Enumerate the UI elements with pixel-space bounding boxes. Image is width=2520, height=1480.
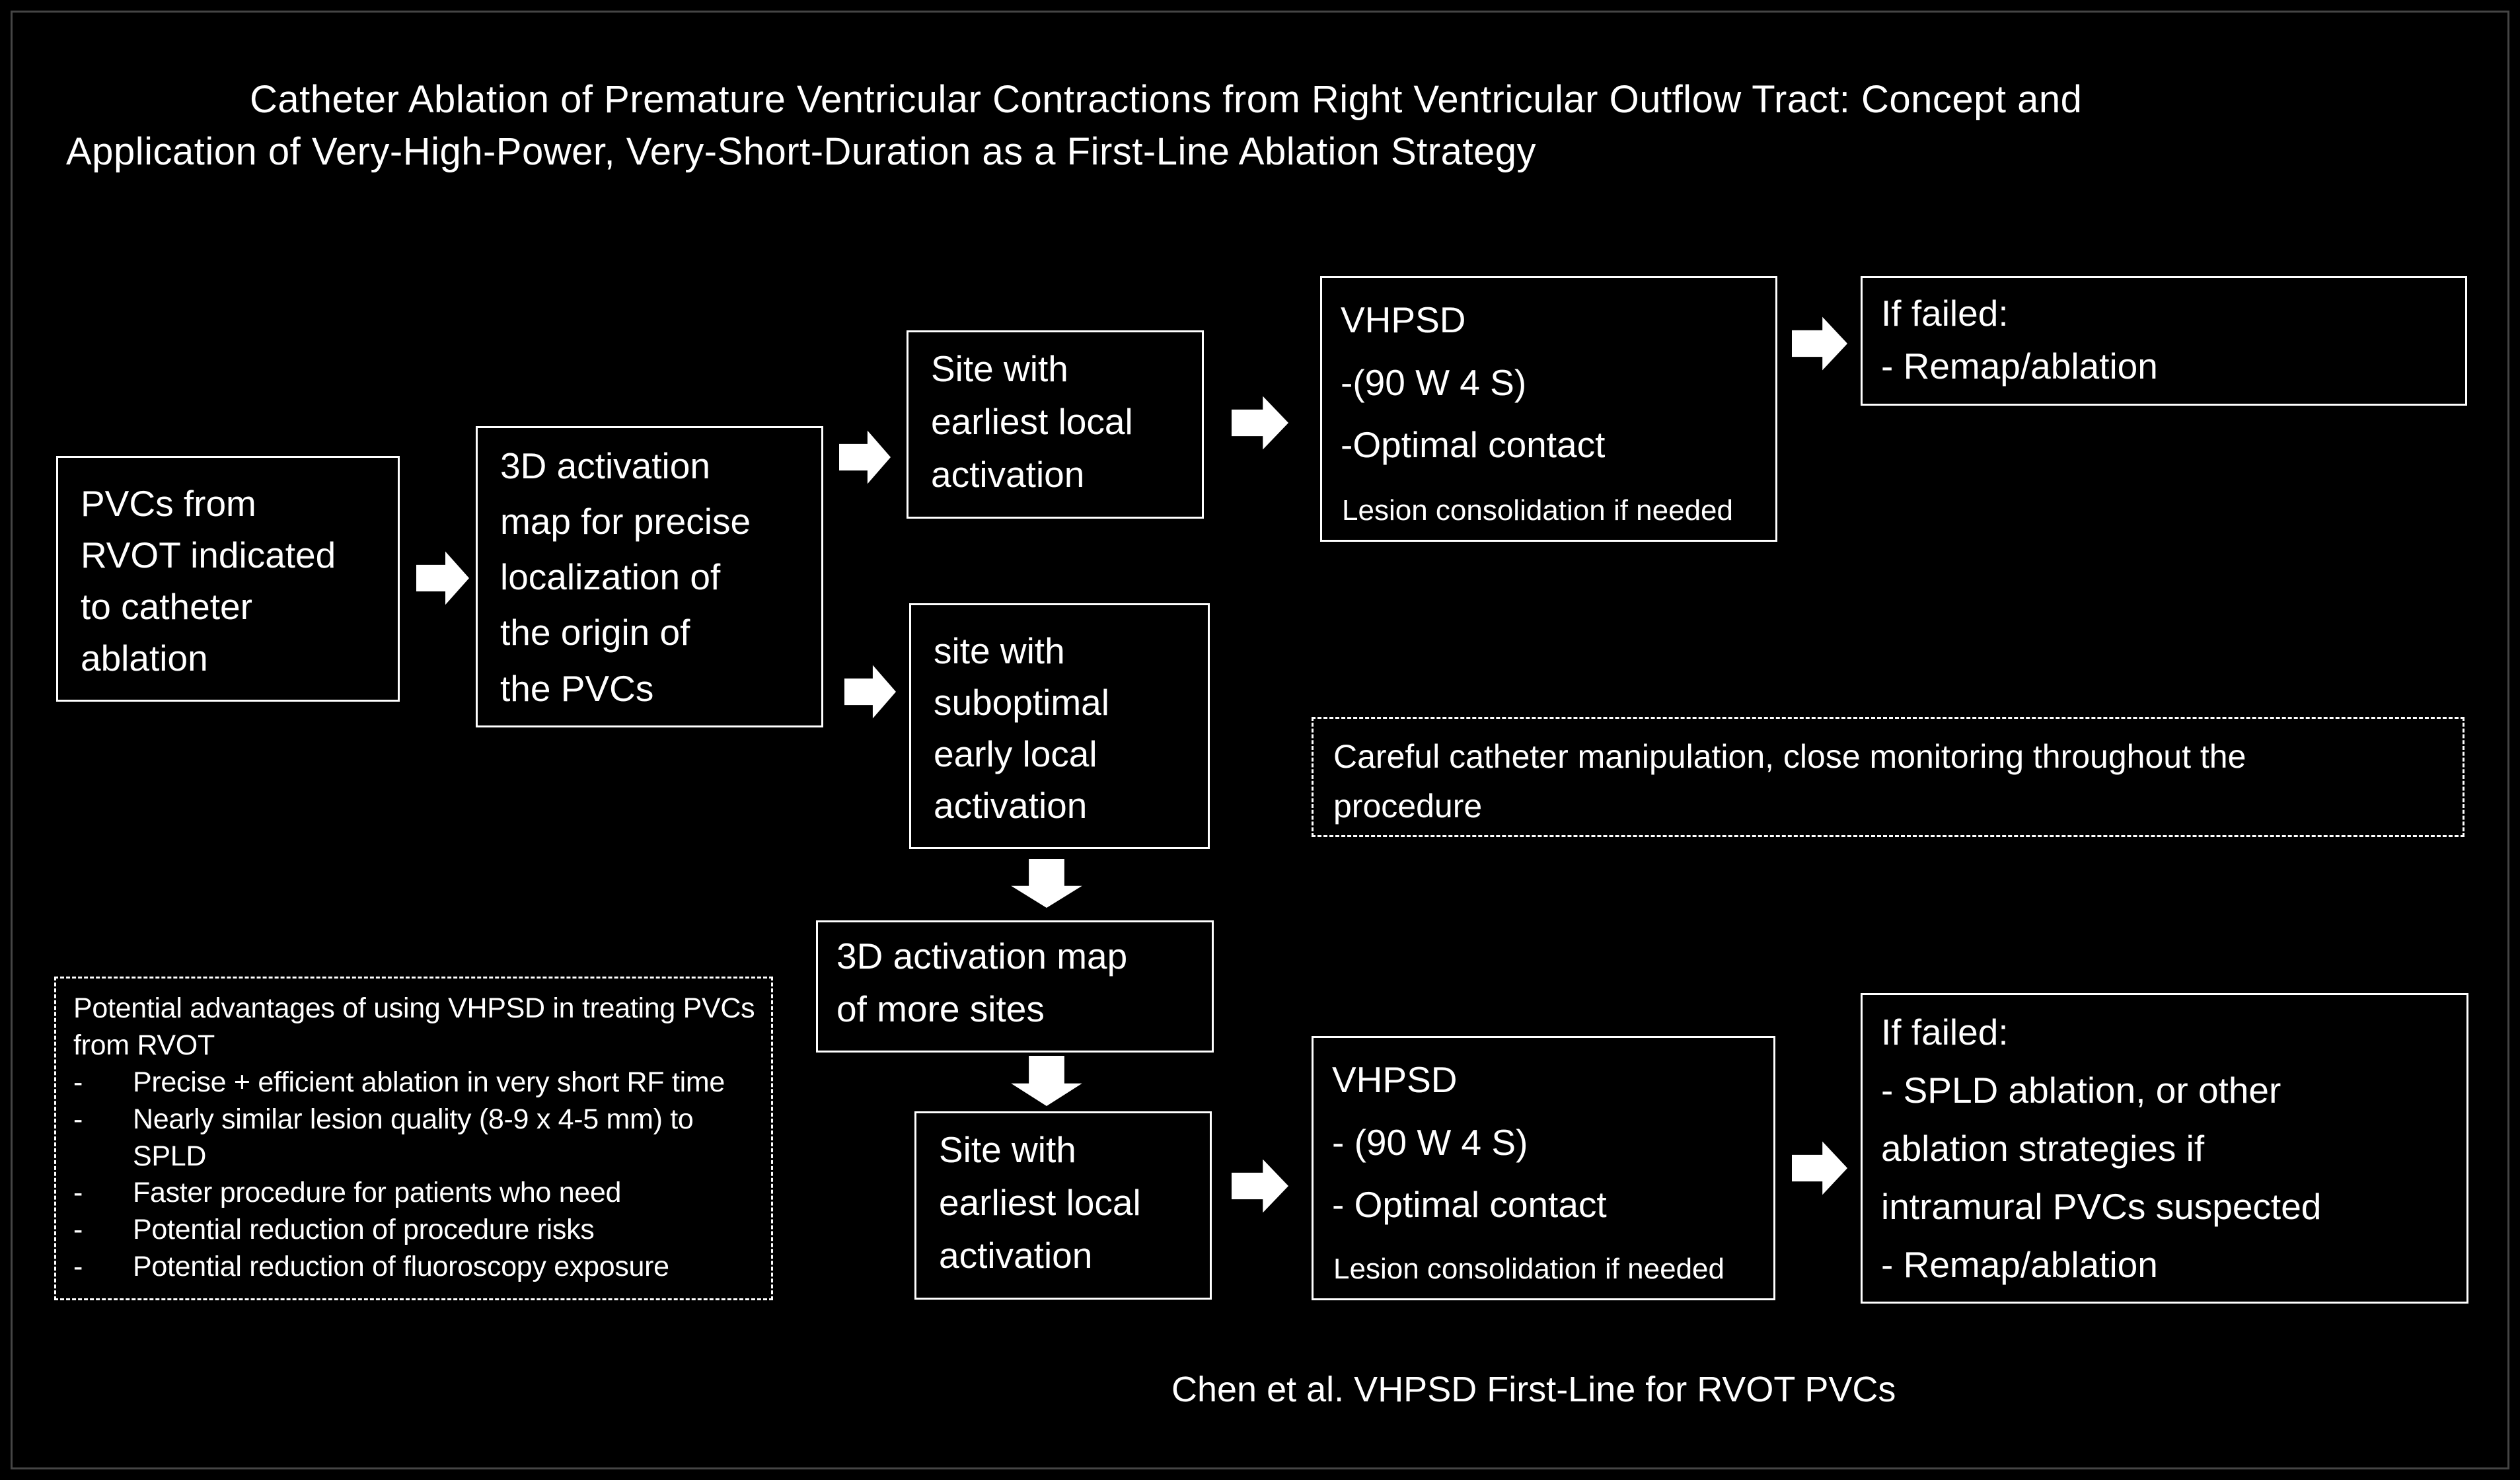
box-careful-manipulation-note: Careful catheter manipulation, close mon… [1312, 717, 2464, 837]
flow-arrow-right-icon [1792, 1140, 1847, 1196]
bullet-dash: - [73, 1214, 83, 1246]
box-pvcs-from-rvot: PVCs from RVOT indicated to catheter abl… [56, 456, 400, 702]
flow-arrow-right-icon [839, 429, 891, 485]
advantage-bullet-text: Nearly similar lesion quality (8-9 x 4-5… [133, 1103, 694, 1172]
advantage-bullet-item: - Precise + efficient ablation in very s… [73, 1064, 754, 1101]
box-3d-map-more-sites: 3D activation map of more sites [816, 920, 1214, 1053]
advantage-bullet-text: Faster procedure for patients who need [133, 1177, 622, 1209]
box-pvcs-from-rvot-text: PVCs from RVOT indicated to catheter abl… [81, 483, 336, 679]
bullet-dash: - [73, 1066, 83, 1098]
flow-arrow-down-icon [1010, 1056, 1084, 1106]
slide-title: Catheter Ablation of Premature Ventricul… [66, 74, 2082, 178]
flow-arrow-right-icon [416, 550, 469, 606]
flow-arrow-right-icon [844, 664, 896, 720]
advantage-bullet-item: - Potential reduction of fluoroscopy exp… [73, 1249, 754, 1286]
box-site-earliest-activation-bottom: Site with earliest local activation [914, 1111, 1212, 1300]
box-site-earliest-activation-top-text: Site with earliest local activation [931, 348, 1133, 495]
slide-title-line2: Application of Very-High-Power, Very-Sho… [66, 130, 1536, 173]
box-3d-activation-map: 3D activation map for precise localizati… [476, 426, 823, 727]
slide-title-line1: Catheter Ablation of Premature Ventricul… [250, 78, 2083, 121]
box-site-earliest-activation-top: Site with earliest local activation [907, 330, 1204, 519]
box-site-earliest-activation-bottom-text: Site with earliest local activation [939, 1129, 1141, 1276]
box-potential-advantages-header: Potential advantages of using VHPSD in t… [73, 992, 755, 1061]
advantage-bullet-item: - Faster procedure for patients who need [73, 1175, 754, 1212]
box-vhpsd-top: VHPSD -(90 W 4 S) -Optimal contact Lesio… [1320, 276, 1777, 542]
box-if-failed-top: If failed: - Remap/ablation [1861, 276, 2467, 406]
flow-arrow-right-icon [1232, 1158, 1288, 1214]
bullet-dash: - [73, 1251, 83, 1283]
flow-arrow-down-icon [1010, 859, 1084, 908]
flow-arrow-right-icon [1232, 395, 1288, 451]
box-3d-map-more-sites-text: 3D activation map of more sites [836, 936, 1128, 1029]
box-vhpsd-top-note: Lesion consolidation if needed [1342, 494, 1734, 527]
flow-arrow-right-icon [1792, 316, 1847, 371]
box-if-failed-bottom-text: If failed: - SPLD ablation, or other abl… [1881, 1012, 2322, 1285]
slide-caption: Chen et al. VHPSD First-Line for RVOT PV… [1171, 1370, 1896, 1409]
box-site-suboptimal-activation-text: site with suboptimal early local activat… [934, 630, 1109, 827]
box-careful-manipulation-note-text: Careful catheter manipulation, close mon… [1333, 738, 2246, 825]
advantage-bullet-item: - Potential reduction of procedure risks [73, 1212, 754, 1249]
box-vhpsd-top-text: VHPSD -(90 W 4 S) -Optimal contact [1341, 299, 1606, 466]
advantage-bullet-text: Potential reduction of fluoroscopy expos… [133, 1251, 669, 1283]
box-vhpsd-bottom: VHPSD - (90 W 4 S) - Optimal contact Les… [1312, 1036, 1775, 1300]
box-3d-activation-map-text: 3D activation map for precise localizati… [500, 445, 751, 709]
box-vhpsd-bottom-note: Lesion consolidation if needed [1333, 1252, 1725, 1285]
box-potential-advantages: Potential advantages of using VHPSD in t… [54, 977, 773, 1300]
advantage-bullet-text: Potential reduction of procedure risks [133, 1214, 595, 1246]
box-site-suboptimal-activation: site with suboptimal early local activat… [909, 603, 1210, 849]
bullet-dash: - [73, 1103, 83, 1135]
box-vhpsd-bottom-text: VHPSD - (90 W 4 S) - Optimal contact [1332, 1059, 1607, 1226]
box-if-failed-top-text: If failed: - Remap/ablation [1881, 293, 2158, 387]
advantage-bullet-text: Precise + efficient ablation in very sho… [133, 1066, 725, 1098]
bullet-dash: - [73, 1177, 83, 1209]
advantage-bullet-item: - Nearly similar lesion quality (8-9 x 4… [73, 1101, 754, 1175]
box-if-failed-bottom: If failed: - SPLD ablation, or other abl… [1861, 993, 2468, 1304]
